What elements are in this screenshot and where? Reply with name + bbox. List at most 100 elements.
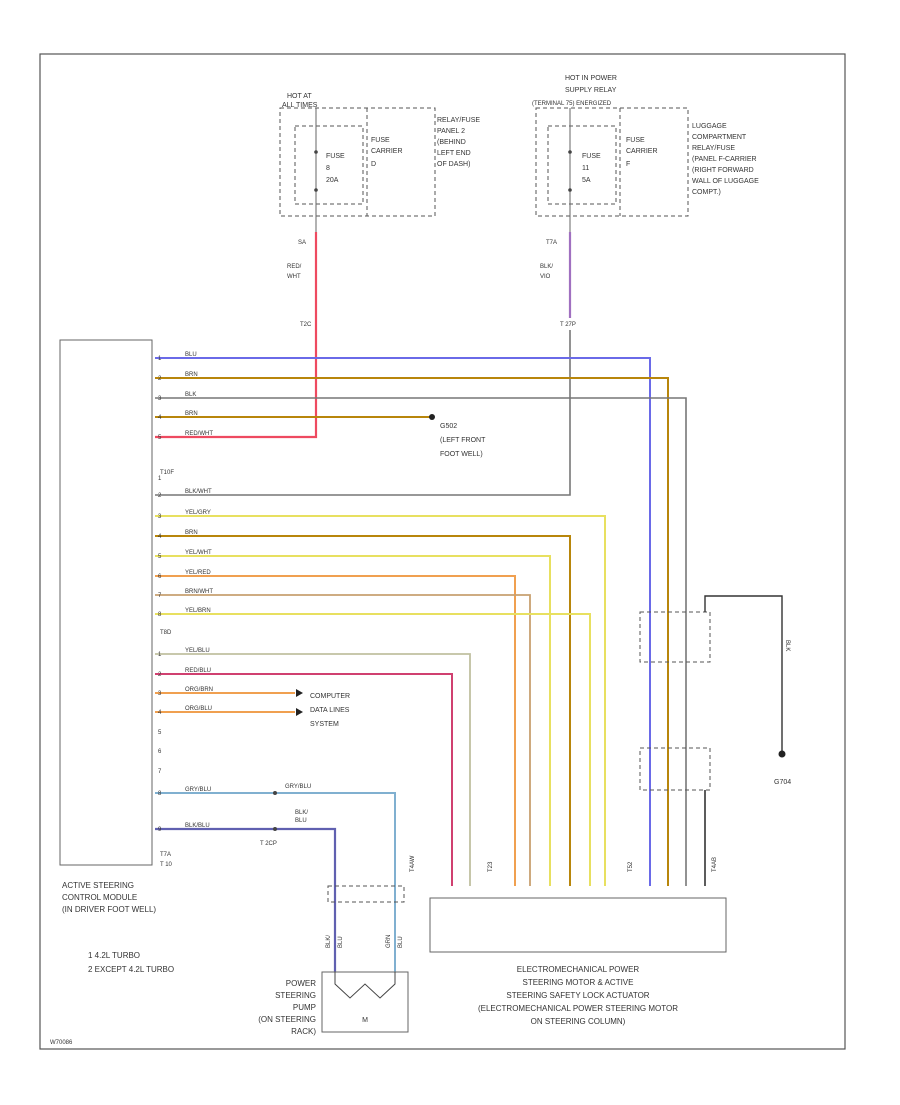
wire-red-blu bbox=[155, 673, 453, 886]
wire-yel-red bbox=[155, 575, 516, 886]
connector-t10: T 10 bbox=[160, 862, 173, 868]
pins_group2-pin-7: 7 bbox=[158, 593, 162, 599]
wire-yel-brn bbox=[155, 613, 591, 886]
pins_group3-pin-7: 7 bbox=[158, 769, 162, 775]
pins_group1-pin-1: 1 bbox=[158, 356, 162, 362]
fuse2-loc-0: LUGGAGE bbox=[692, 123, 727, 130]
pins_group3-pin-3: 3 bbox=[158, 691, 162, 697]
pump-name-0: POWER bbox=[286, 979, 316, 988]
pins_group1-wire-label-2: BRN bbox=[185, 372, 198, 378]
pins_group2-pin-5: 5 bbox=[158, 554, 162, 560]
module-pins: 1BLU2BRN3BLK4BRN5RED/WHT12BLK/WHT3YEL/GR… bbox=[158, 352, 213, 833]
page-id: W70086 bbox=[50, 1040, 73, 1046]
pump-name-1: STEERING bbox=[275, 991, 316, 1000]
pins_group2-wire-label-8: YEL/BRN bbox=[185, 608, 211, 614]
pins_group3-wire-label-1: YEL/BLU bbox=[185, 648, 210, 654]
connector-t2cp: T 2CP bbox=[260, 841, 277, 847]
pump-symbol: M bbox=[362, 1017, 368, 1024]
fuse1-hot-at: HOT AT bbox=[287, 93, 312, 100]
fuse1-fuse-num: 8 bbox=[326, 165, 330, 172]
motor-connector-upper bbox=[639, 611, 711, 663]
fuse1-carrier-sub: CARRIER bbox=[371, 148, 403, 155]
pump-name-3: (ON STEERING bbox=[258, 1015, 316, 1024]
pins_group2-pin-3: 3 bbox=[158, 514, 162, 520]
pins_group1-pin-3: 3 bbox=[158, 396, 162, 402]
fuse1-loc-3: LEFT END bbox=[437, 150, 471, 157]
pump-wire-b-0: GRN bbox=[386, 935, 392, 948]
ground2-wire: BLK bbox=[784, 640, 790, 651]
pump-internal-wiring bbox=[334, 972, 396, 999]
fuse1-panel-outline bbox=[279, 107, 436, 217]
fuse2-loc-1: COMPARTMENT bbox=[692, 134, 747, 141]
pump-wire-a-0: BLK/ bbox=[326, 935, 332, 948]
wire-label-blk-blu-2a: BLK/ bbox=[295, 810, 308, 816]
fuse-box-1: HOT AT ALL TIMES FUSE 8 20A FUSE CARRIER… bbox=[279, 93, 480, 280]
pins_group3-wire-label-2: RED/BLU bbox=[185, 668, 211, 674]
pins_group1-pin-4: 4 bbox=[158, 415, 162, 421]
module-name-2: (IN DRIVER FOOT WELL) bbox=[62, 905, 156, 914]
wire-ground-g704 bbox=[704, 595, 783, 752]
wire-yel-gry bbox=[155, 515, 606, 886]
fuse2-fuse-outline bbox=[547, 125, 617, 205]
note-1: 1 4.2L TURBO bbox=[88, 951, 140, 960]
module-name-0: ACTIVE STEERING bbox=[62, 881, 134, 890]
fuse2-fuse-amp: 5A bbox=[582, 177, 591, 184]
motor-name-3: (ELECTROMECHANICAL POWER STEERING MOTOR bbox=[478, 1004, 678, 1013]
pins_group3-pin-1: 1 bbox=[158, 652, 162, 658]
motor-name-2: STEERING SAFETY LOCK ACTUATOR bbox=[506, 991, 649, 1000]
fuse1-fuse-label: FUSE bbox=[326, 153, 345, 160]
fuse1-dot-top bbox=[314, 150, 318, 154]
pins_group2-wire-label-7: BRN/WHT bbox=[185, 589, 213, 595]
pins_group2-pin-6: 6 bbox=[158, 574, 162, 580]
pins_group3-pin-5: 5 bbox=[158, 730, 162, 736]
data-arrow-1 bbox=[296, 689, 303, 697]
ground-g502-text-0: (LEFT FRONT bbox=[440, 437, 486, 444]
pins_group3-wire-label-9: BLK/BLU bbox=[185, 823, 210, 829]
pump-wire-a-1: BLU bbox=[338, 936, 344, 948]
pins_group3-pin-4: 4 bbox=[158, 710, 162, 716]
fuse2-fuse-label: FUSE bbox=[582, 153, 601, 160]
fuse2-hot-at-sub2: (TERMINAL 75) ENERGIZED bbox=[532, 101, 612, 107]
fuse2-loc-5: WALL OF LUGGAGE bbox=[692, 178, 759, 185]
pins_group3-wire-label-3: ORG/BRN bbox=[185, 687, 213, 693]
note-2: 2 EXCEPT 4.2L TURBO bbox=[88, 965, 174, 974]
fuse1-wire-1: WHT bbox=[287, 274, 301, 280]
connector-t2c: T2C bbox=[300, 322, 312, 328]
fuse2-carrier-sub: CARRIER bbox=[626, 148, 658, 155]
fuse2-hot-at-sub: SUPPLY RELAY bbox=[565, 87, 617, 94]
wire-brn-1 bbox=[155, 377, 669, 886]
wire-blk bbox=[155, 397, 687, 886]
pins_group2-wire-label-4: BRN bbox=[185, 530, 198, 536]
wire-label-gry-blu-2: GRY/BLU bbox=[285, 784, 311, 790]
pins_group3-pin-2: 2 bbox=[158, 672, 162, 678]
pins_group1-pin-5: 5 bbox=[158, 435, 162, 441]
fuse2-fuse-num: 11 bbox=[582, 165, 589, 172]
pins_group2-pin-2: 2 bbox=[158, 493, 162, 499]
wire-blk-wht bbox=[155, 330, 571, 496]
fuse1-loc-1: PANEL 2 bbox=[437, 128, 465, 135]
connector-t4aw: T4AW bbox=[410, 855, 416, 872]
diagram-frame bbox=[39, 53, 846, 1050]
wire-brn-2 bbox=[155, 535, 571, 886]
splice-1 bbox=[273, 791, 277, 795]
pins_group2-wire-label-5: YEL/WHT bbox=[185, 550, 212, 556]
fuse2-carrier-label: FUSE bbox=[626, 137, 645, 144]
pins_group3-wire-label-8: GRY/BLU bbox=[185, 787, 211, 793]
ground-g502-text-1: FOOT WELL) bbox=[440, 451, 483, 458]
fuse2-dot-top bbox=[568, 150, 572, 154]
wire-blu bbox=[155, 357, 651, 886]
connector-t4ab: T4AB bbox=[712, 857, 718, 872]
motor-name-4: ON STEERING COLUMN) bbox=[531, 1017, 626, 1026]
motor-name-0: ELECTROMECHANICAL POWER bbox=[517, 965, 640, 974]
fuse2-panel-outline bbox=[535, 107, 689, 217]
pins_group2-pin-1: 1 bbox=[158, 476, 162, 482]
pump-wire-b-1: BLU bbox=[398, 936, 404, 948]
pins_group1-wire-label-5: RED/WHT bbox=[185, 431, 213, 437]
fuse2-loc-3: (PANEL F-CARRIER bbox=[692, 156, 757, 163]
data-bus-1: DATA LINES bbox=[310, 707, 350, 714]
ground-g502-name: G502 bbox=[440, 423, 457, 430]
fuse-box-2: HOT IN POWER SUPPLY RELAY (TERMINAL 75) … bbox=[532, 75, 759, 280]
pins_group3-pin-6: 6 bbox=[158, 749, 162, 755]
wire-blk-blu bbox=[155, 827, 337, 972]
